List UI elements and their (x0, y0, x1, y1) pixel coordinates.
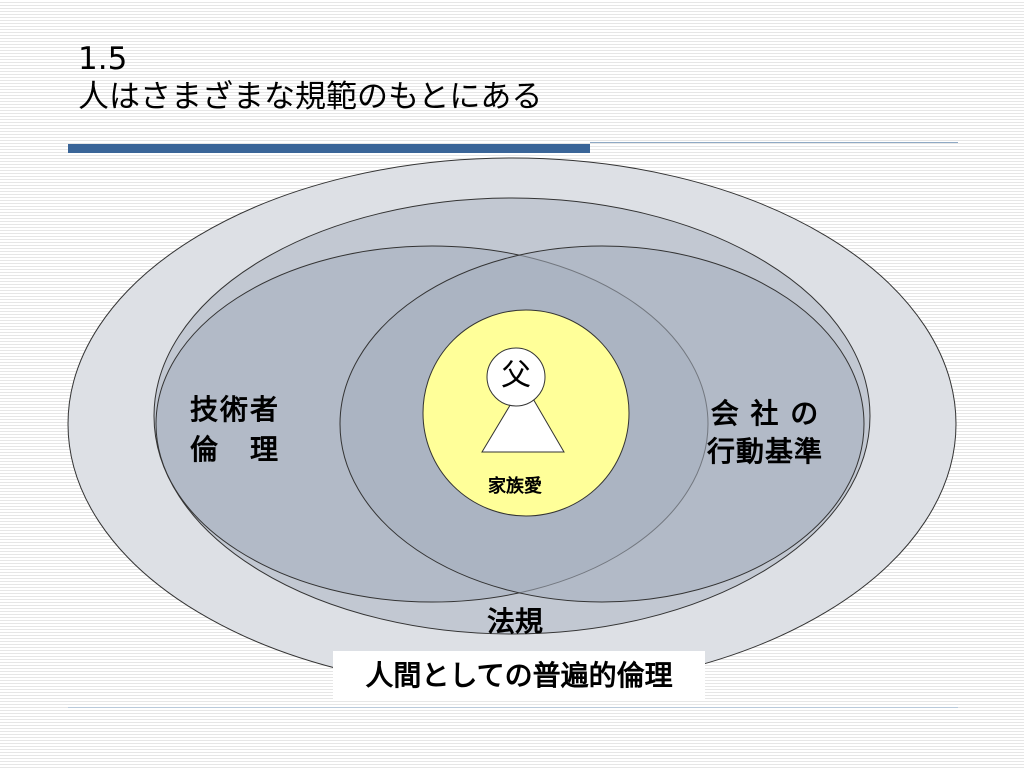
engineering-ethics-label-line1: 技術者 (189, 393, 280, 426)
company-conduct-label: 会 社 の 行動基準 (690, 395, 840, 471)
title-text: 人はさまざまな規範のもとにある (78, 79, 543, 115)
company-conduct-label-line2: 行動基準 (706, 435, 823, 468)
company-conduct-label-line1: 会 社 の (710, 397, 820, 430)
page-title: 1.5 人はさまざまな規範のもとにある (78, 40, 542, 116)
title-number: 1.5 (78, 41, 128, 77)
universal-ethics-label: 人間としての普遍的倫理 (333, 651, 705, 701)
engineering-ethics-label-line2: 倫 理 (189, 433, 280, 466)
title-underline-thin (590, 142, 958, 143)
family-love-label: 家族愛 (488, 476, 542, 497)
father-label: 父 (501, 358, 531, 393)
engineering-ethics-label: 技術者 倫 理 (180, 390, 290, 470)
father-figure-head (486, 347, 546, 407)
title-underline-accent (68, 144, 590, 153)
law-label: 法規 (486, 605, 543, 638)
footer-divider (68, 707, 958, 708)
